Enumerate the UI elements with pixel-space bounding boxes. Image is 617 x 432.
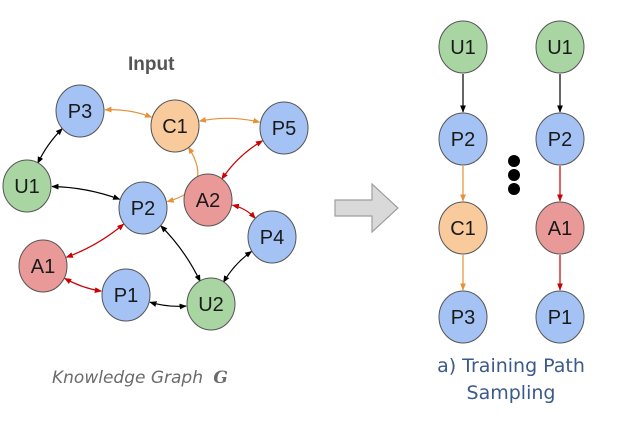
- path-sampling-caption-line2: Sampling: [467, 382, 556, 404]
- node-p3-label: P3: [68, 101, 92, 123]
- node-u1: U1: [2, 159, 52, 213]
- path-2-node-a1: A1: [535, 201, 585, 255]
- path-edges: [460, 74, 563, 291]
- edge-a1-p2: [65, 223, 125, 258]
- path-1-node-p3-circle: [438, 290, 488, 344]
- path-2-node-u1-label: U1: [547, 37, 573, 59]
- edge-a2-p4: [231, 203, 256, 219]
- path-1-node-c1-label: C1: [450, 218, 476, 240]
- node-p2-circle: [118, 181, 168, 235]
- node-p5-circle: [259, 101, 309, 155]
- node-a1-label: A1: [31, 256, 55, 278]
- graph-symbol: G: [213, 368, 228, 388]
- graph-caption-text: Knowledge Graph: [52, 368, 203, 388]
- node-p2: P2: [118, 181, 168, 235]
- transition-arrow-icon: [334, 182, 399, 234]
- node-p5: P5: [259, 101, 309, 155]
- node-a1: A1: [18, 239, 68, 293]
- path-2-node-u1: U1: [535, 20, 585, 74]
- path-2-node-p2: P2: [535, 112, 585, 166]
- node-c1-label: C1: [162, 116, 188, 138]
- path-2-node-a1-label: A1: [548, 218, 572, 240]
- node-p1-label: P1: [114, 285, 138, 307]
- node-a2-label: A2: [196, 190, 220, 212]
- edge-p3-c1: [104, 106, 153, 118]
- graph-edges: [37, 106, 264, 310]
- path-1-node-p2: P2: [438, 112, 488, 166]
- path-1-node-u1: U1: [438, 20, 488, 74]
- path-1-node-c1-circle: [438, 201, 488, 255]
- graph-caption: Knowledge Graph G: [52, 368, 228, 388]
- node-p4-circle: [247, 210, 297, 264]
- edge-u1-p2: [51, 183, 121, 200]
- node-p1: P1: [101, 268, 151, 322]
- node-c1-circle: [150, 99, 200, 153]
- edge-p5-a2: [221, 140, 264, 180]
- edge-p3-u1: [37, 128, 63, 165]
- node-u1-circle: [2, 159, 52, 213]
- path-2-node-p2-circle: [535, 112, 585, 166]
- path-2-node-p1-label: P1: [548, 307, 572, 329]
- node-u2: U2: [186, 277, 236, 331]
- node-p3-circle: [55, 84, 105, 138]
- node-p3: P3: [55, 84, 105, 138]
- node-c1: C1: [150, 99, 200, 153]
- path-1-node-u1-label: U1: [450, 37, 476, 59]
- edge-c1-p5: [198, 116, 261, 124]
- path-1-node-c1: C1: [438, 201, 488, 255]
- edge-p1-u2: [149, 301, 187, 310]
- edge-u2-p4: [222, 250, 253, 283]
- path-2-node-u1-circle: [535, 20, 585, 74]
- edge-a1-p1: [64, 277, 103, 293]
- node-p4-label: P4: [260, 227, 284, 249]
- path-1-node-p2-circle: [438, 112, 488, 166]
- node-u2-label: U2: [198, 294, 224, 316]
- path-2-node-p2-label: P2: [548, 129, 572, 151]
- node-a2-circle: [183, 173, 233, 227]
- ellipsis-dots-icon: [508, 155, 520, 195]
- input-heading: Input: [128, 54, 175, 75]
- node-a2: A2: [183, 173, 233, 227]
- node-p2-label: P2: [131, 198, 155, 220]
- path-1-node-p2-label: P2: [451, 129, 475, 151]
- node-p5-label: P5: [272, 118, 296, 140]
- edge-p2-u2: [160, 225, 201, 283]
- path-1-node-p3: P3: [438, 290, 488, 344]
- node-u2-circle: [186, 277, 236, 331]
- node-p1-circle: [101, 268, 151, 322]
- path-2-node-a1-circle: [535, 201, 585, 255]
- path-2-node-p1: P1: [535, 290, 585, 344]
- node-u1-label: U1: [14, 176, 40, 198]
- path-1-node-p3-label: P3: [451, 307, 475, 329]
- path-sampling-caption-line1: a) Training Path: [437, 355, 585, 377]
- path-2-node-p1-circle: [535, 290, 585, 344]
- node-p4: P4: [247, 210, 297, 264]
- path-1-node-u1-circle: [438, 20, 488, 74]
- node-a1-circle: [18, 239, 68, 293]
